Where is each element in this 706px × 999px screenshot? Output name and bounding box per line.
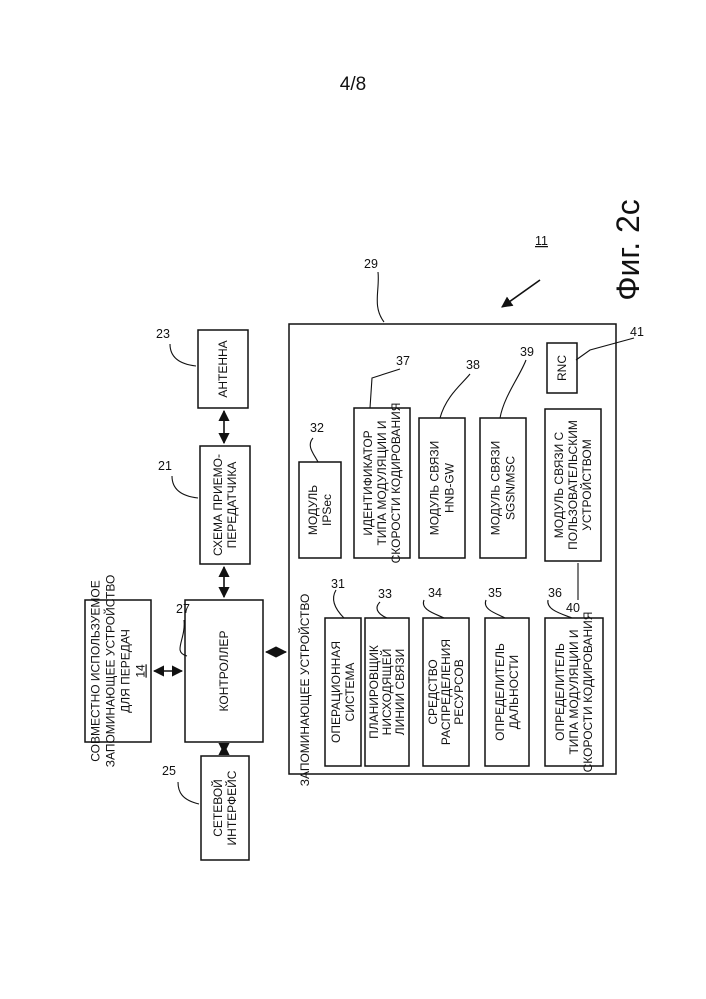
block-text-line: СРЕДСТВО [426,659,440,724]
range-detector-block: ОПРЕДЕЛИТЕЛЬДАЛЬНОСТИ [485,618,529,766]
network-interface-label: СЕТЕВОЙИНТЕРФЕЙС [210,770,239,845]
ref-39: 39 [520,345,534,359]
antenna-label: АНТЕННА [216,340,230,397]
ref-23: 23 [156,327,170,341]
ref-32: 32 [310,421,324,435]
block-text-line: РЕСУРСОВ [452,659,466,725]
mcs-determiner-block: ОПРЕДЕЛИТЕЛЬТИПА МОДУЛЯЦИИ ИСКОРОСТИ КОД… [545,612,603,773]
block-text-line: ПЕРЕДАТЧИКА [225,462,239,549]
ref-29: 29 [364,257,378,271]
ref-34: 34 [428,586,442,600]
transceiver-block: СХЕМА ПРИЕМО-ПЕРЕДАТЧИКА [200,446,250,564]
mcs-identifier-block: ИДЕНТИФИКАТОРТИПА МОДУЛЯЦИИ ИСКОРОСТИ КО… [354,403,410,564]
block-text-line: МОДУЛЬ СВЯЗИ С [552,431,566,538]
block-text-line: НИСХОДЯЩЕЙ [379,649,394,736]
arrow-device-pointer [502,280,540,307]
transceiver-label: СХЕМА ПРИЕМО-ПЕРЕДАТЧИКА [211,454,239,556]
network-interface-block: СЕТЕВОЙИНТЕРФЕЙС [201,756,249,860]
ref-31: 31 [331,577,345,591]
block-text-line: СИСТЕМА [343,663,357,722]
ref-27: 27 [176,602,190,616]
ref-25: 25 [162,764,176,778]
block-text-line: РАСПРЕДЕЛЕНИЯ [439,639,453,745]
block-text-line: СКОРОСТИ КОДИРОВАНИЯ [389,403,403,564]
ref-41: 41 [630,325,644,339]
ref-36: 36 [548,586,562,600]
leader-23 [170,344,196,366]
block-text-line: ИДЕНТИФИКАТОР [361,430,375,535]
ref-21: 21 [158,459,172,473]
ue-comm-label: МОДУЛЬ СВЯЗИ СПОЛЬЗОВАТЕЛЬСКИМУСТРОЙСТВО… [552,420,594,550]
block-text-line: ЛИНИИ СВЯЗИ [393,649,407,736]
block-text-line: СЕТЕВОЙ [210,779,225,837]
block-text-line: ТИПА МОДУЛЯЦИИ И [375,420,389,545]
block-text-line: КОНТРОЛЛЕР [217,631,231,712]
ref-40: 40 [566,601,580,615]
leader-21 [172,476,198,498]
downlink-scheduler-block: ПЛАНИРОВЩИКНИСХОДЯЩЕЙЛИНИИ СВЯЗИ [365,618,409,766]
block-text-line: ДЛЯ ПЕРЕДАЧ [119,629,133,713]
block-text-line: МОДУЛЬ [306,485,320,535]
block-text-line: IPSec [320,494,334,526]
block-text-line: ИНТЕРФЕЙС [224,770,239,845]
block-text-line: СОВМЕСТНО ИСПОЛЬЗУЕМОЕ [89,580,103,761]
block-text-line: HNB-GW [443,462,457,513]
block-text-line: ЗАПОМИНАЮЩЕЕ УСТРОЙСТВО [297,594,312,787]
block-text-line: RNC [555,355,569,381]
leader-25 [178,782,199,804]
ue-comm-block: МОДУЛЬ СВЯЗИ СПОЛЬЗОВАТЕЛЬСКИМУСТРОЙСТВО… [545,409,601,561]
block-text-line: SGSN/MSC [504,456,518,520]
controller-label: КОНТРОЛЛЕР [217,631,231,712]
block-text-line: ЗАПОМИНАЮЩЕЕ УСТРОЙСТВО [103,575,118,768]
block-text-line: ПЛАНИРОВЩИК [367,645,381,739]
block-text-line: ОПРЕДЕЛИТЕЛЬ [553,643,567,741]
block-text-line: МОДУЛЬ СВЯЗИ [489,441,503,535]
figure-label: Фиг. 2с [610,199,646,301]
ref-38: 38 [466,358,480,372]
block-text-line: ОПЕРАЦИОННАЯ [329,641,343,743]
block-text-line: СКОРОСТИ КОДИРОВАНИЯ [581,612,595,773]
os-block: ОПЕРАЦИОННАЯСИСТЕМА [325,618,361,766]
ref-35: 35 [488,586,502,600]
downlink-scheduler-label: ПЛАНИРОВЩИКНИСХОДЯЩЕЙЛИНИИ СВЯЗИ [367,645,407,739]
block-text-line: СХЕМА ПРИЕМО- [211,454,225,556]
block-text-line: 14 [134,664,148,678]
ipsec-block: МОДУЛЬIPSec [299,462,341,558]
ref-33: 33 [378,587,392,601]
block-text-line: ОПРЕДЕЛИТЕЛЬ [493,643,507,741]
antenna-block: АНТЕННА [198,330,248,408]
sgsn-comm-block: МОДУЛЬ СВЯЗИSGSN/MSC [480,418,526,558]
memory-label: ЗАПОМИНАЮЩЕЕ УСТРОЙСТВО [297,594,312,787]
rnc-label: RNC [555,355,569,381]
block-text-line: ПОЛЬЗОВАТЕЛЬСКИМ [566,420,580,550]
block-text-line: МОДУЛЬ СВЯЗИ [428,441,442,535]
shared-storage-block: СОВМЕСТНО ИСПОЛЬЗУЕМОЕЗАПОМИНАЮЩЕЕ УСТРО… [85,575,151,768]
ref-37: 37 [396,354,410,368]
rnc-block: RNC [547,343,577,393]
controller-block: КОНТРОЛЛЕР [185,600,263,742]
resource-allocator-block: СРЕДСТВОРАСПРЕДЕЛЕНИЯРЕСУРСОВ [423,618,469,766]
block-text-line: УСТРОЙСТВОМ [579,439,594,530]
ref-11: 11 [535,234,548,248]
block-text-line: ТИПА МОДУЛЯЦИИ И [567,629,581,754]
hnbgw-comm-block: МОДУЛЬ СВЯЗИHNB-GW [419,418,465,558]
block-text-line: ДАЛЬНОСТИ [507,655,521,729]
range-detector-label: ОПРЕДЕЛИТЕЛЬДАЛЬНОСТИ [493,643,521,741]
leader-29 [377,272,384,322]
block-text-line: АНТЕННА [216,340,230,397]
